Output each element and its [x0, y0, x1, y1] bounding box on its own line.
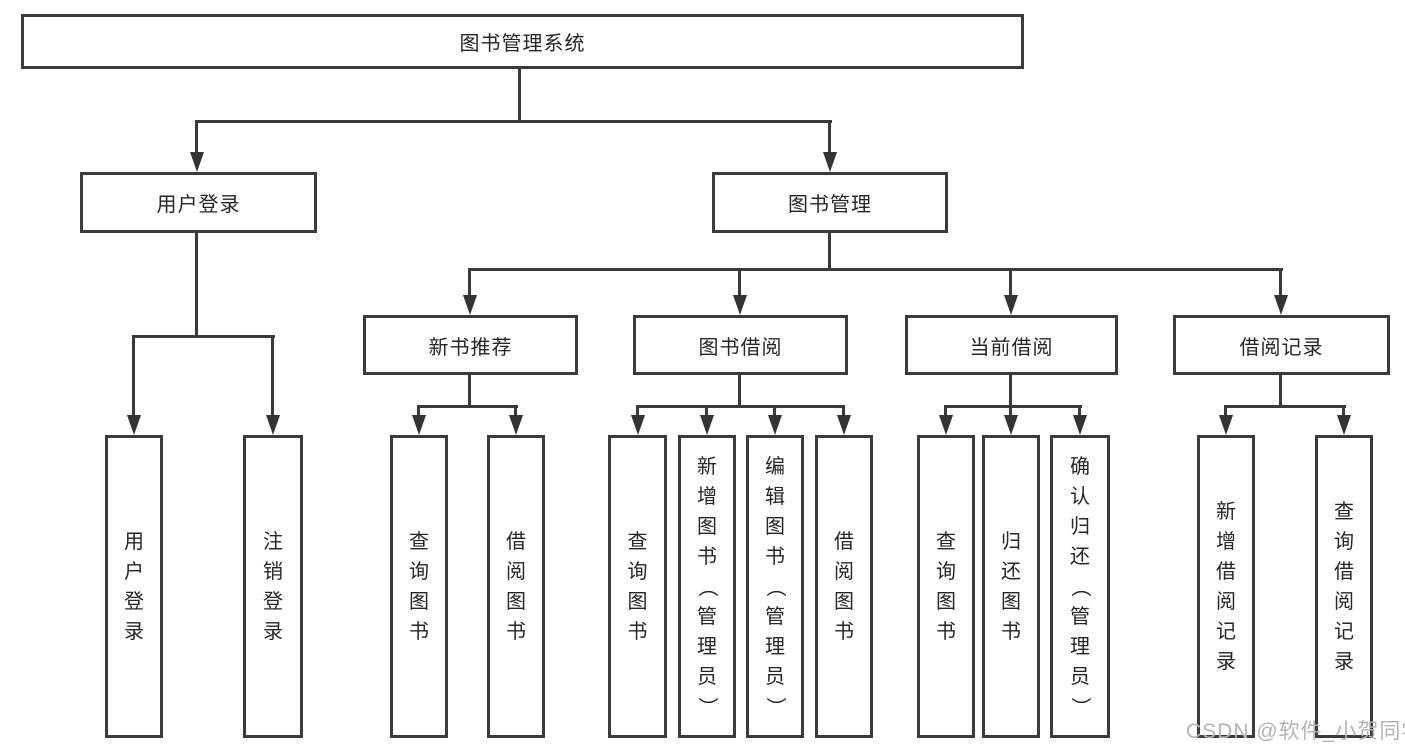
connector-line — [842, 405, 845, 420]
leaf-return-books: 归还图书 — [982, 435, 1040, 738]
connector-line — [738, 375, 741, 408]
leaf-logout: 注销登录 — [243, 435, 303, 738]
arrow-down-icon — [768, 415, 782, 435]
arrow-down-icon — [127, 415, 141, 435]
connector-line — [195, 120, 198, 156]
connector-line — [1009, 405, 1012, 420]
arrow-down-icon — [1073, 415, 1087, 435]
node-label: 查询图书 — [627, 530, 648, 643]
node-label: 借阅图书 — [506, 530, 526, 643]
arrow-down-icon — [1274, 295, 1288, 315]
node-label: 当前借阅 — [969, 336, 1054, 359]
arrow-down-icon — [823, 152, 837, 172]
leaf-edit-book-admin: 编辑图书（管理员） — [746, 435, 804, 738]
arrow-down-icon — [266, 415, 280, 435]
connector-line — [195, 233, 198, 338]
leaf-query-books-current: 查询图书 — [917, 435, 975, 738]
node-label: 新增借阅记录 — [1216, 500, 1236, 673]
connector-line — [636, 405, 845, 408]
arrow-down-icon — [700, 415, 714, 435]
connector-line — [1279, 375, 1282, 408]
connector-line — [1279, 268, 1282, 299]
node-label: 查询图书 — [936, 530, 956, 643]
connector-line — [1009, 375, 1012, 408]
connector-line — [1009, 268, 1012, 299]
connector-line — [1224, 405, 1227, 420]
connector-line — [828, 233, 831, 271]
arrow-down-icon — [412, 415, 426, 435]
leaf-query-books-borrow: 查询图书 — [608, 435, 667, 738]
connector-line — [636, 405, 639, 420]
connector-line — [468, 268, 471, 299]
connector-line — [417, 405, 518, 408]
arrow-down-icon — [733, 295, 747, 315]
leaf-query-borrow-record: 查询借阅记录 — [1315, 435, 1373, 738]
node-current-borrow: 当前借阅 — [905, 315, 1118, 375]
connector-line — [944, 405, 947, 420]
node-label: 图书借阅 — [698, 336, 783, 359]
node-label: 图书管理系统 — [459, 33, 586, 55]
connector-line — [1224, 405, 1346, 408]
leaf-user-login: 用户登录 — [105, 435, 163, 738]
node-label: 新增图书（管理员） — [696, 455, 718, 717]
leaf-confirm-return-admin: 确认归还（管理员） — [1050, 435, 1110, 738]
connector-line — [417, 405, 420, 420]
arrow-down-icon — [837, 415, 851, 435]
arrow-down-icon — [1004, 415, 1018, 435]
arrow-down-icon — [939, 415, 953, 435]
connector-line — [944, 405, 1082, 408]
leaf-borrow-books-recommend: 借阅图书 — [487, 435, 545, 738]
node-label: 查询借阅记录 — [1334, 500, 1354, 673]
watermark: CSDN @软件_小贺同学 — [1186, 720, 1405, 743]
connector-line — [468, 375, 471, 408]
node-user-login: 用户登录 — [80, 172, 317, 233]
arrow-down-icon — [1004, 295, 1018, 315]
connector-line — [132, 335, 275, 338]
connector-line — [705, 405, 708, 420]
node-label: 新书推荐 — [428, 336, 513, 359]
connector-line — [514, 405, 517, 420]
node-label: 确认归还（管理员） — [1069, 455, 1091, 717]
arrow-down-icon — [463, 295, 477, 315]
node-borrow-records: 借阅记录 — [1173, 315, 1390, 375]
connector-line — [738, 268, 741, 299]
connector-line — [828, 120, 831, 156]
leaf-add-book-admin: 新增图书（管理员） — [678, 435, 736, 738]
connector-line — [1342, 405, 1345, 420]
connector-line — [195, 120, 832, 123]
connector-line — [1078, 405, 1081, 420]
node-label: 图书管理 — [788, 194, 872, 216]
node-label: 用户登录 — [124, 530, 144, 643]
leaf-query-books-recommend: 查询图书 — [390, 435, 448, 738]
arrow-down-icon — [1219, 415, 1233, 435]
node-label: 归还图书 — [1001, 530, 1021, 643]
connector-line — [773, 405, 776, 420]
arrow-down-icon — [1337, 415, 1351, 435]
arrow-down-icon — [190, 152, 204, 172]
connector-line — [468, 268, 1283, 271]
connector-line — [132, 335, 135, 420]
arrow-down-icon — [509, 415, 523, 435]
node-label: 借阅记录 — [1239, 336, 1324, 359]
leaf-add-borrow-record: 新增借阅记录 — [1197, 435, 1255, 738]
node-label: 借阅图书 — [834, 530, 854, 643]
connector-line — [518, 69, 521, 123]
connector-line — [271, 335, 274, 420]
leaf-borrow-books: 借阅图书 — [815, 435, 873, 738]
node-book-borrow: 图书借阅 — [633, 315, 848, 375]
arrow-down-icon — [631, 415, 645, 435]
node-label: 编辑图书（管理员） — [764, 455, 786, 717]
node-new-book-recommend: 新书推荐 — [363, 315, 578, 375]
node-label: 注销登录 — [263, 530, 283, 643]
node-book-mgmt: 图书管理 — [712, 172, 948, 233]
node-label: 查询图书 — [409, 530, 429, 643]
node-root: 图书管理系统 — [21, 14, 1024, 69]
node-label: 用户登录 — [156, 194, 241, 216]
